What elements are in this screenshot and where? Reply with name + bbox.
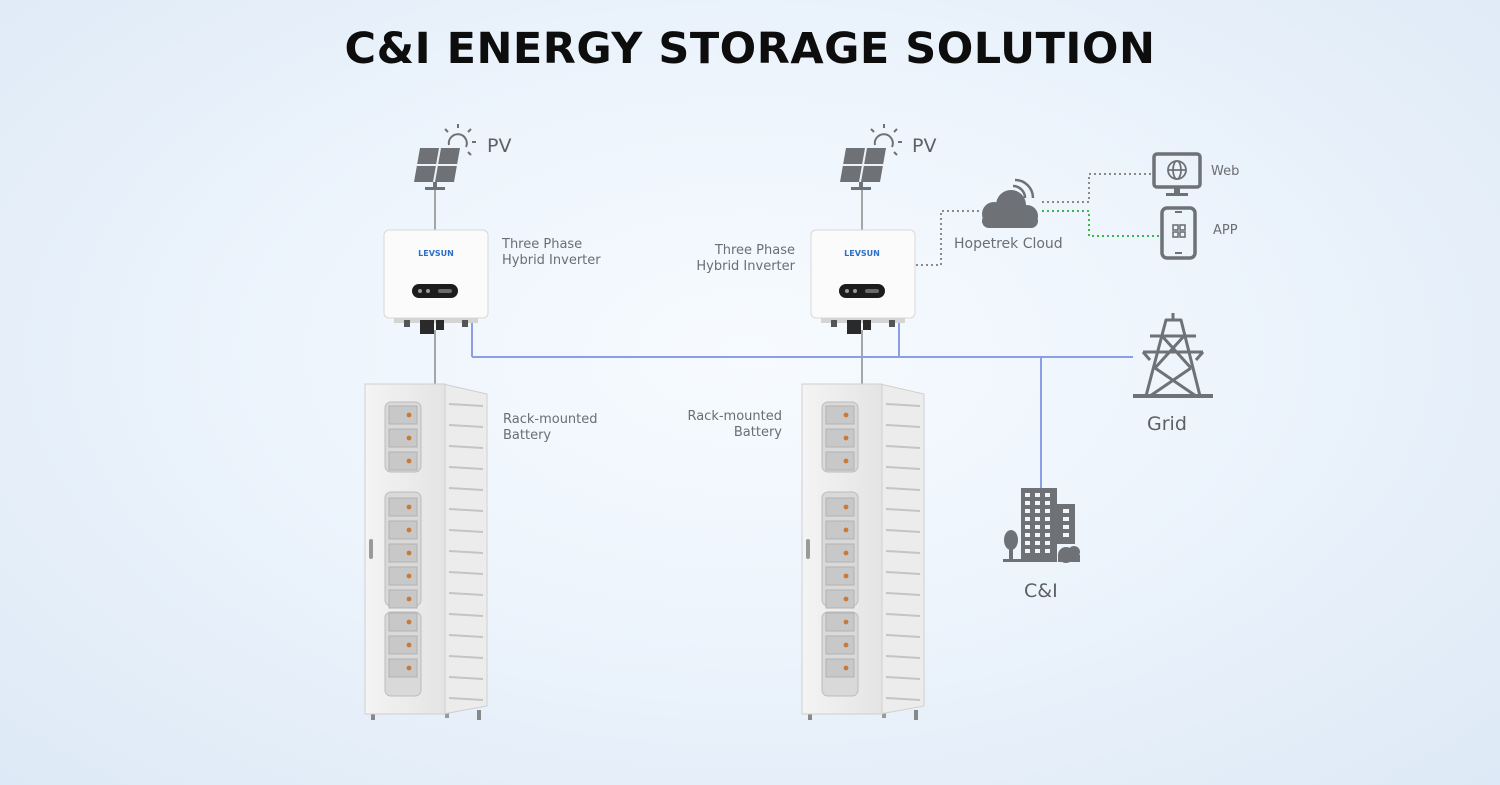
battery-label-right-line1: Rack-mounted xyxy=(687,409,782,424)
ac-bus-line xyxy=(471,322,1133,492)
app-label: APP xyxy=(1213,223,1238,238)
inverter-label-right-line1: Three Phase xyxy=(714,243,795,258)
monitor-globe-icon xyxy=(1152,152,1202,196)
inverter-icon xyxy=(810,229,916,334)
inverter-label-right: Three Phase Hybrid Inverter xyxy=(683,243,795,275)
inverter-brand: LEVSUN xyxy=(418,249,454,258)
ci-label: C&I xyxy=(1024,580,1058,602)
battery-label-right: Rack-mounted Battery xyxy=(670,409,782,441)
inverter-label-left-line1: Three Phase xyxy=(502,237,583,252)
page-title: C&I ENERGY STORAGE SOLUTION xyxy=(344,24,1156,74)
inverter-icon xyxy=(383,229,489,334)
inverter-label-right-line2: Hybrid Inverter xyxy=(696,259,795,274)
cloud-icon xyxy=(982,190,1038,228)
smartphone-icon xyxy=(1160,206,1197,260)
sun-icon xyxy=(870,124,902,156)
building-icon xyxy=(1003,488,1080,563)
wifi-icon xyxy=(1012,178,1035,199)
solar-panel-icon xyxy=(840,147,886,190)
battery-label-left-line1: Rack-mounted xyxy=(503,412,598,427)
battery-label-right-line2: Battery xyxy=(733,425,782,440)
battery-label-left-line2: Battery xyxy=(503,428,552,443)
inverter-label-left-line2: Hybrid Inverter xyxy=(502,253,601,268)
pv-label-right: PV xyxy=(912,135,937,157)
grid-label: Grid xyxy=(1147,413,1187,435)
app-link-dotted xyxy=(1042,210,1160,237)
web-label: Web xyxy=(1211,164,1240,179)
transmission-tower-icon xyxy=(1133,313,1213,398)
pv-label-left: PV xyxy=(487,135,512,157)
battery-rack-icon xyxy=(801,383,925,720)
data-link-dotted xyxy=(916,173,1152,266)
cloud-label: Hopetrek Cloud xyxy=(954,236,1063,252)
connection-lines xyxy=(434,173,1160,492)
inverter-label-left: Three Phase Hybrid Inverter xyxy=(502,237,601,269)
battery-label-left: Rack-mounted Battery xyxy=(503,412,598,444)
sun-icon xyxy=(444,124,476,156)
battery-rack-icon xyxy=(364,383,488,720)
solar-panel-icon xyxy=(414,147,460,190)
inverter-brand: LEVSUN xyxy=(844,249,880,258)
